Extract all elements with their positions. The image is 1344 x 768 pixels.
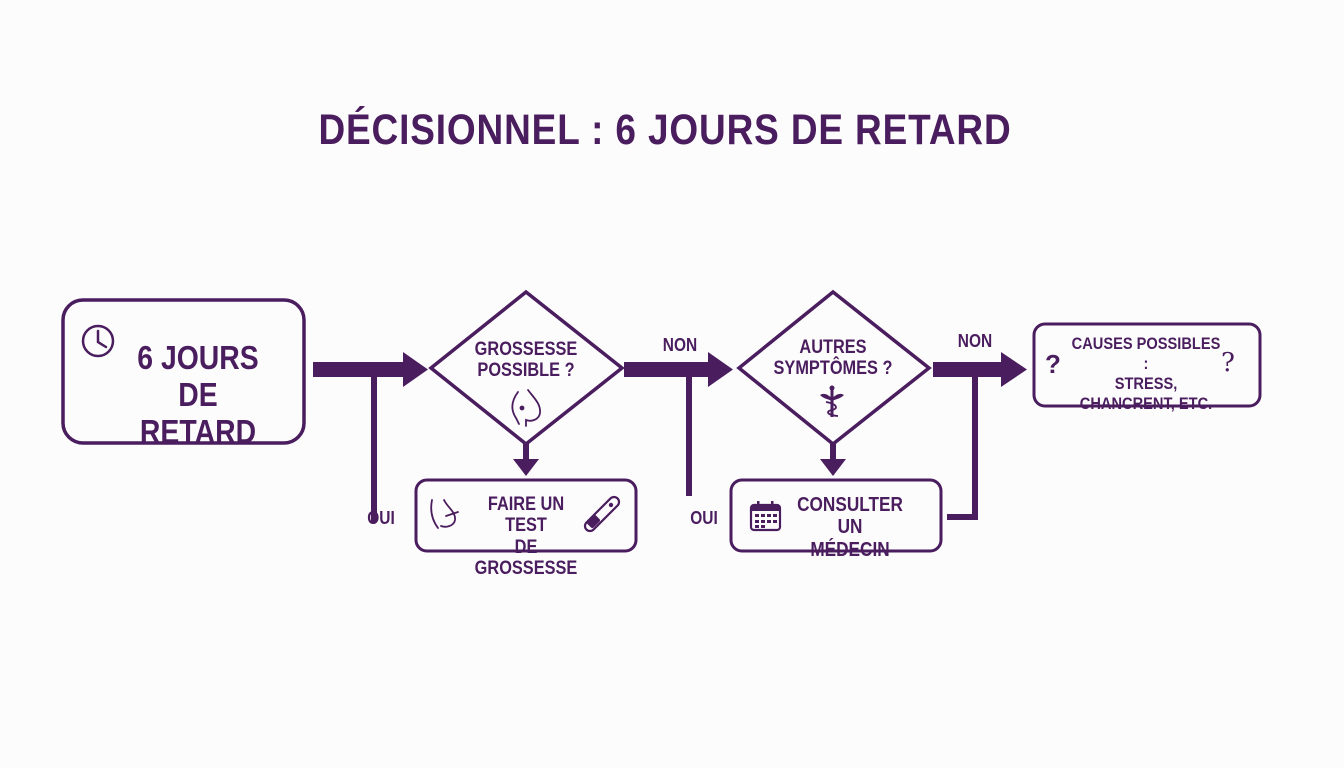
branch-line-oui1 (371, 374, 377, 522)
page-title: DÉCISIONNEL : 6 JOURS DE RETARD (318, 106, 1012, 154)
decision2-text: AUTRES SYMPTÔMES ? (769, 337, 898, 380)
end-line1: CAUSES POSSIBLES : (1071, 334, 1221, 374)
caduceus-icon (820, 385, 844, 417)
arrow-decision1-to-decision2 (624, 352, 733, 387)
end-line2: STRESS, (1114, 374, 1178, 394)
decision1-line2: POSSIBLE ? (477, 360, 575, 382)
decision2-line1: AUTRES (799, 337, 867, 358)
question-mark-icon: ? (1045, 349, 1061, 379)
action2-text: CONSULTER UN MÉDECIN (783, 494, 917, 561)
action1-text: FAIRE UN TEST DE GROSSESSE (466, 494, 586, 579)
arrow-decision2-to-action2 (820, 444, 846, 476)
pregnant-belly-icon (511, 389, 541, 427)
connector-action2-to-end (947, 374, 978, 520)
arrow-decision1-to-action1 (513, 444, 539, 476)
label-oui-1: OUI (367, 508, 395, 528)
label-non-1: NON (662, 335, 698, 355)
action1-box (414, 478, 638, 553)
action2-line2: MÉDECIN (810, 538, 890, 561)
decision1-text: GROSSESSE POSSIBLE ? (466, 339, 586, 382)
start-box-text: 6 JOURS DE RETARD (121, 339, 276, 451)
end-box-text: CAUSES POSSIBLES : STRESS, CHANCRENT, ET… (1068, 334, 1225, 414)
question-mark-icon: ? (1221, 348, 1235, 378)
decision1-line1: GROSSESSE (474, 339, 578, 360)
decision2-line2: SYMPTÔMES ? (773, 358, 893, 380)
action2-box (729, 478, 943, 553)
branch-line-oui2 (686, 374, 692, 496)
action1-belly-icon (430, 499, 459, 529)
action2-line1: CONSULTER UN (797, 494, 903, 539)
clock-icon (81, 324, 115, 358)
label-non-2: NON (957, 331, 993, 351)
pregnancy-test-icon (583, 495, 621, 533)
calendar-icon (749, 501, 782, 532)
start-line1: 6 JOURS (137, 339, 259, 376)
label-oui-2: OUI (690, 508, 718, 528)
end-box (1032, 322, 1262, 408)
arrow-start-to-decision1 (313, 352, 428, 387)
end-line3: CHANCRENT, ETC. (1079, 394, 1213, 414)
action1-line2: DE GROSSESSE (474, 536, 578, 579)
start-box (61, 298, 306, 445)
arrow-decision2-to-end (933, 352, 1027, 387)
start-line2: DE RETARD (139, 375, 257, 450)
action1-line1: FAIRE UN TEST (487, 494, 565, 537)
